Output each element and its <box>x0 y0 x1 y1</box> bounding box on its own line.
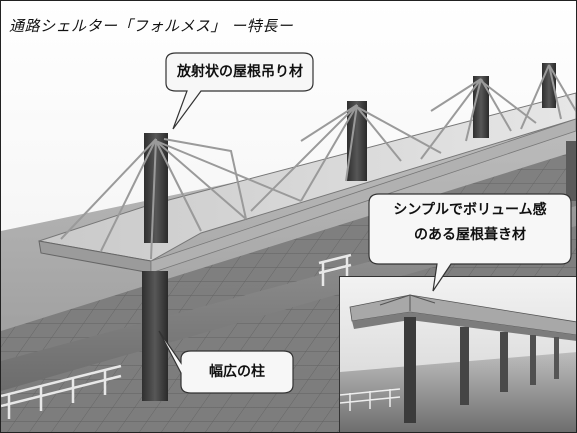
page-title: 通路シェルター「フォルメス」 ー特長ー <box>9 17 294 35</box>
callout-radial-cables-label: 放射状の屋根吊り材 <box>177 64 303 80</box>
inset-render <box>339 276 576 432</box>
column-1 <box>142 271 168 401</box>
inset-shelter-illustration <box>340 277 576 432</box>
callout-roof-material-label-line2: のある屋根葺き材 <box>414 227 526 243</box>
callout-wide-column-label: 幅広の柱 <box>209 364 265 380</box>
radial-roof-cables <box>60 64 576 260</box>
callout-roof-material-label-line1: シンプルでボリューム感 <box>393 202 547 218</box>
